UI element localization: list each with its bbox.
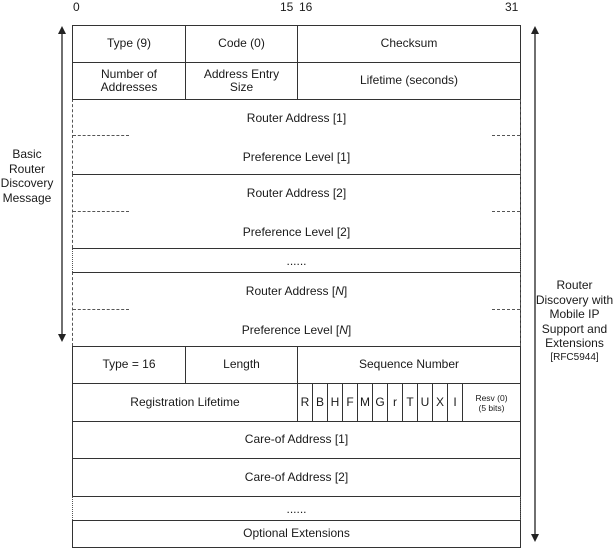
flag-m: M	[357, 383, 372, 421]
basic-message-label: Basic Router Discovery Message	[0, 147, 54, 205]
address-entry-size-field: Address Entry Size	[185, 62, 297, 99]
flag-i: I	[447, 383, 462, 421]
flag-g: G	[372, 383, 387, 421]
router-entry-n: Router Address [N] Preference Level [N]	[72, 272, 521, 346]
lifetime-field: Lifetime (seconds)	[297, 62, 520, 99]
preference-level-2: Preference Level [2]	[242, 225, 351, 239]
flag-x: X	[432, 383, 447, 421]
flag-r-upper: R	[297, 383, 312, 421]
registration-lifetime-field: Registration Lifetime	[72, 383, 297, 421]
mobile-ip-label: Router Discovery with Mobile IP Support …	[533, 278, 616, 365]
router-address-1: Router Address [1]	[246, 111, 347, 125]
split-marker-right	[492, 135, 520, 136]
bit-label-0: 0	[73, 0, 80, 14]
router-entry-2: Router Address [2] Preference Level [2]	[72, 174, 521, 248]
care-of-address-2: Care-of Address [2]	[72, 458, 520, 496]
bit-label-15: 15	[280, 0, 294, 14]
preference-level-n: Preference Level [N]	[241, 323, 352, 337]
flag-u: U	[417, 383, 432, 421]
router-address-n: Router Address [N]	[245, 284, 348, 298]
split-marker-left	[73, 309, 129, 310]
split-marker-left	[73, 135, 129, 136]
router-entry-1: Router Address [1] Preference Level [1]	[72, 99, 521, 174]
preference-level-1: Preference Level [1]	[242, 150, 351, 164]
reserved-field: Resv (0) (5 bits)	[462, 383, 520, 421]
bit-label-31: 31	[505, 0, 519, 14]
sequence-number-field: Sequence Number	[297, 346, 520, 383]
ext-type-field: Type = 16	[72, 346, 185, 383]
care-of-ellipsis: ......	[72, 496, 521, 520]
flag-h: H	[327, 383, 342, 421]
router-address-2: Router Address [2]	[246, 186, 347, 200]
care-of-address-1: Care-of Address [1]	[72, 421, 520, 458]
split-marker-right	[492, 309, 520, 310]
flag-f: F	[342, 383, 357, 421]
flag-t: T	[402, 383, 417, 421]
ext-length-field: Length	[185, 346, 297, 383]
split-marker-right	[492, 211, 520, 212]
rfc-reference: [RFC5944]	[550, 351, 599, 363]
code-field: Code (0)	[185, 25, 297, 62]
optional-extensions: Optional Extensions	[72, 520, 520, 547]
type-field: Type (9)	[72, 25, 185, 62]
bit-label-16: 16	[299, 0, 313, 14]
split-marker-left	[73, 211, 129, 212]
flag-r-lower: r	[387, 383, 402, 421]
num-addresses-field: Number of Addresses	[72, 62, 185, 99]
checksum-field: Checksum	[297, 25, 520, 62]
flag-b: B	[312, 383, 327, 421]
router-entries-ellipsis: ......	[72, 248, 521, 272]
